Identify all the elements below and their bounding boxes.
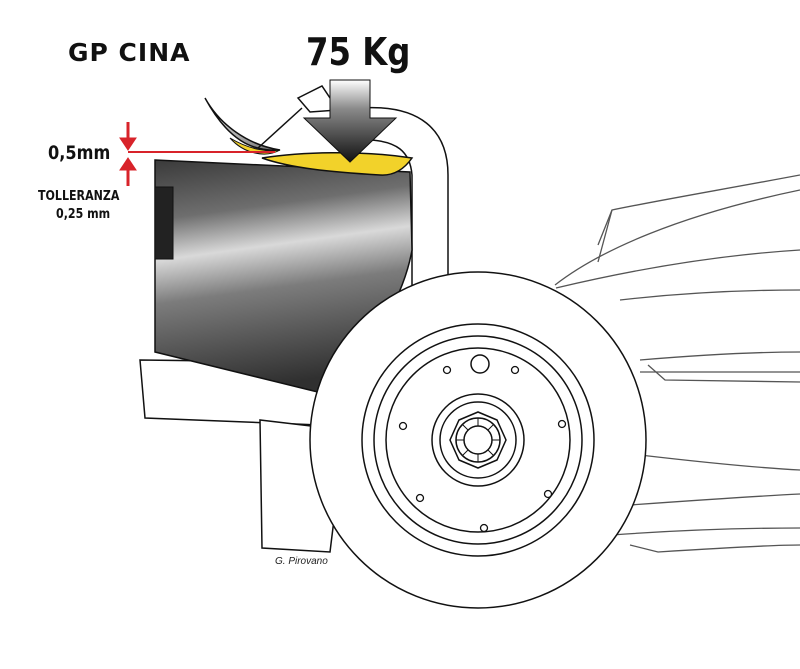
flap-stay: [257, 107, 303, 149]
front-wheel: [309, 271, 647, 609]
load-arrow: [302, 79, 398, 163]
hub-gear-inner: [463, 425, 493, 455]
valve-hole: [470, 354, 490, 374]
wheel-bolt-holes: [398, 365, 567, 533]
upper-flap: [204, 97, 281, 151]
endplate-slot: [154, 186, 174, 260]
tolerance-label: TOLLERANZA: [38, 189, 120, 204]
tolerance-value: 0,25 mm: [56, 207, 111, 222]
page-title: GP CINA: [68, 38, 191, 67]
main-plane-tip: [261, 151, 414, 176]
load-label: 75 Kg: [306, 30, 411, 74]
car-body-outline: [554, 174, 800, 553]
gap-dimension: [119, 122, 275, 186]
author-credit: G. Pirovano: [275, 556, 328, 567]
flap-edge-highlight: [229, 137, 281, 155]
gap-label: 0,5mm: [48, 142, 111, 164]
hub-gear-teeth: [456, 418, 500, 462]
